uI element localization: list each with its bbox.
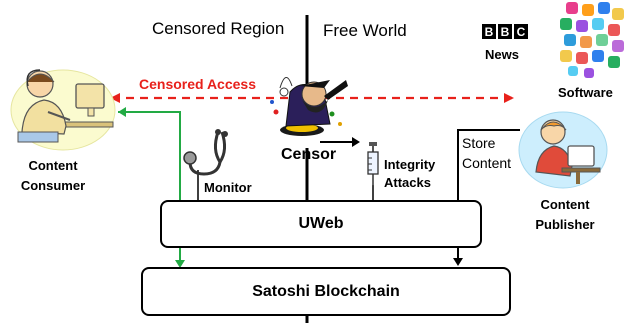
content-publisher-icon: [518, 111, 608, 189]
bbc-logo-b2: B: [498, 24, 512, 39]
software-label: Software: [558, 85, 613, 100]
uweb-box: UWeb: [160, 200, 482, 248]
store-content-label-line2: Content: [462, 155, 512, 171]
integrity-attacks-label-line2: Attacks: [384, 175, 431, 190]
blockchain-label: Satoshi Blockchain: [252, 282, 400, 300]
integrity-attacks-label-line1: Integrity: [384, 157, 436, 172]
content-publisher-label-line1: Content: [540, 197, 590, 212]
bbc-logo: B B C: [482, 24, 528, 39]
store-content-label-line1: Store: [462, 135, 496, 151]
censor-label: Censor: [281, 146, 337, 163]
content-consumer-label-line2: Consumer: [20, 178, 86, 193]
software-apps-icon: [560, 2, 624, 78]
store-content-label: Store Content: [462, 133, 511, 173]
free-world-label: Free World: [323, 21, 407, 40]
monitor-label: Monitor: [204, 180, 252, 195]
content-consumer-label: Content Consumer: [18, 156, 88, 196]
content-consumer-label-line1: Content: [28, 158, 78, 173]
content-consumer-icon: [10, 69, 116, 151]
stethoscope-icon: [183, 129, 228, 176]
bbc-logo-c: C: [514, 24, 528, 39]
censored-region-label: Censored Region: [152, 19, 285, 38]
bbc-logo-b1: B: [482, 24, 496, 39]
news-label: News: [485, 47, 519, 62]
blockchain-box: Satoshi Blockchain: [141, 267, 511, 316]
content-publisher-label-line2: Publisher: [535, 217, 595, 232]
uweb-label: UWeb: [298, 215, 344, 232]
content-publisher-label: Content Publisher: [530, 195, 600, 235]
integrity-attacks-label: Integrity Attacks: [384, 156, 435, 192]
censor-wizard-icon: [270, 77, 348, 136]
syringe-icon: [367, 142, 379, 186]
censored-access-label: Censored Access: [139, 76, 256, 92]
